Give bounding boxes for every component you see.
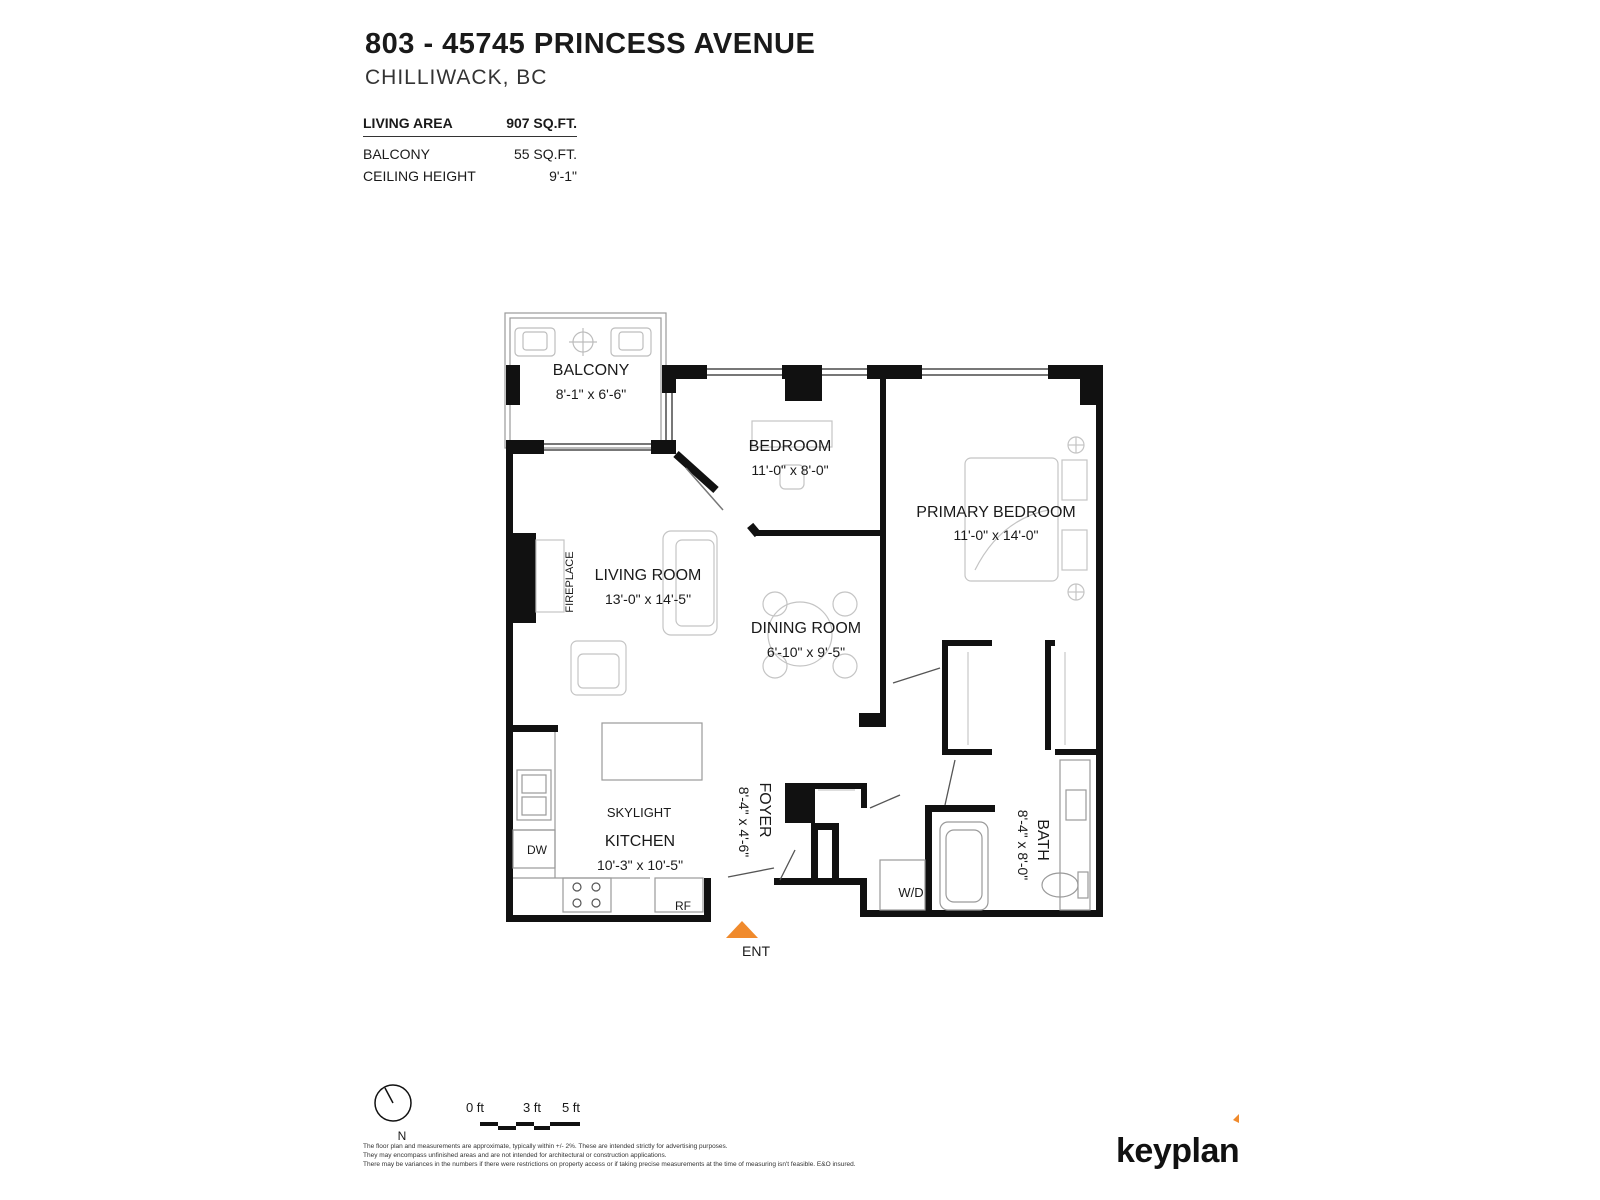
entrance-label: ENT xyxy=(742,943,770,959)
area-stats-table: LIVING AREA 907 SQ.FT. BALCONY 55 SQ.FT.… xyxy=(363,112,577,187)
listing-city: CHILLIWACK, BC xyxy=(365,66,548,89)
keyplan-logo-icon xyxy=(1233,1114,1239,1123)
room-dims-bedroom: 11'-0" x 8'-0" xyxy=(751,462,828,478)
room-name-living-room: LIVING ROOM xyxy=(595,567,702,584)
stat-label: BALCONY xyxy=(363,146,430,162)
sliding-door xyxy=(673,451,724,511)
room-name-balcony: BALCONY xyxy=(553,362,630,379)
bed-icon xyxy=(964,436,1088,601)
disclaimer: The floor plan and measurements are appr… xyxy=(363,1142,963,1169)
stat-label: LIVING AREA xyxy=(363,115,453,131)
skylight-label: SKYLIGHT xyxy=(607,805,671,820)
scale-tick-5: 5 ft xyxy=(562,1100,580,1115)
washer-dryer-label: W/D xyxy=(898,885,923,900)
living-furniture-icon xyxy=(535,530,718,696)
room-name-bath: BATH xyxy=(1034,819,1051,860)
walls xyxy=(506,365,1103,922)
room-dims-kitchen: 10'-3" x 10'-5" xyxy=(597,857,683,873)
north-arrow-icon xyxy=(374,1084,412,1122)
disclaimer-line: There may be variances in the numbers if… xyxy=(363,1161,856,1168)
brand-wordmark: keyplan xyxy=(1116,1132,1240,1170)
closet-hangers-icon xyxy=(818,652,1066,791)
bedroom-desk-icon xyxy=(751,420,833,490)
dishwasher-label: DW xyxy=(527,843,548,857)
fridge-label: RF xyxy=(675,899,691,913)
room-dims-balcony: 8'-1" x 6'-6" xyxy=(556,386,627,402)
dining-table-icon xyxy=(762,591,858,679)
room-name-foyer: FOYER xyxy=(756,782,773,837)
stat-label: CEILING HEIGHT xyxy=(363,168,476,184)
stat-value: 55 SQ.FT. xyxy=(513,146,577,162)
room-dims-foyer: 8'-4" x 4'-6" xyxy=(736,787,752,858)
listing-address: 803 - 45745 PRINCESS AVENUE xyxy=(365,28,816,60)
room-dims-primary-bedroom: 11'-0" x 14'-0" xyxy=(953,527,1038,543)
scale-bar-icon xyxy=(480,1122,580,1130)
room-name-kitchen: KITCHEN xyxy=(605,833,675,850)
entrance-marker-icon xyxy=(726,921,758,938)
north-label: N xyxy=(398,1129,407,1143)
room-name-dining-room: DINING ROOM xyxy=(751,620,861,637)
bath-fixtures-icon xyxy=(879,759,1091,911)
disclaimer-line: They may encompass unfinished areas and … xyxy=(363,1152,667,1159)
scale-labels: 0 ft 3 ft 5 ft xyxy=(466,1100,580,1115)
stat-value: 907 SQ.FT. xyxy=(506,115,577,131)
stat-row-ceiling-height: CEILING HEIGHT 9'-1" xyxy=(363,165,577,187)
balcony-furniture-icon xyxy=(514,327,652,357)
stat-row-balcony: BALCONY 55 SQ.FT. xyxy=(363,143,577,165)
kitchen-fixtures-icon xyxy=(512,722,704,913)
door-swings xyxy=(727,667,956,881)
room-dims-living-room: 13'-0" x 14'-5" xyxy=(605,591,691,607)
room-name-bedroom: BEDROOM xyxy=(749,438,832,455)
scale-tick-3: 3 ft xyxy=(523,1100,541,1115)
stat-row-living-area: LIVING AREA 907 SQ.FT. xyxy=(363,112,577,137)
stove-burners-icon xyxy=(572,882,601,908)
room-dims-dining-room: 6'-10" x 9'-5" xyxy=(767,644,845,660)
room-name-primary-bedroom: PRIMARY BEDROOM xyxy=(916,504,1075,521)
stat-value: 9'-1" xyxy=(549,168,577,184)
scale-tick-0: 0 ft xyxy=(466,1100,484,1115)
fireplace-label: FIREPLACE xyxy=(564,551,576,612)
disclaimer-line: The floor plan and measurements are appr… xyxy=(363,1143,728,1150)
room-dims-bath: 8'-4" x 8'-0" xyxy=(1015,810,1031,881)
room-labels: BALCONY 8'-1" x 6'-6" BEDROOM 11'-0" x 8… xyxy=(527,362,1076,913)
